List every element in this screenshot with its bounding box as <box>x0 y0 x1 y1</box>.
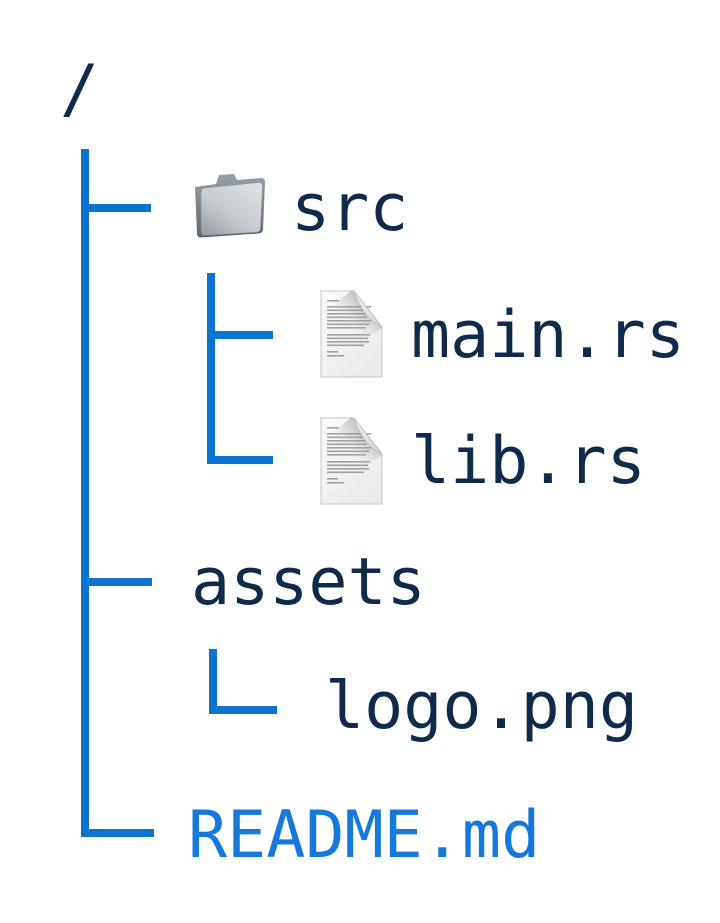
tree-node-lib-rs: lib.rs <box>411 424 646 499</box>
tree-branch-line-main-rs <box>207 331 273 339</box>
tree-branch-line-assets <box>81 578 152 586</box>
tree-branch-line-readme <box>81 829 154 837</box>
tree-branch-line-lib-rs <box>207 456 273 464</box>
tree-node-logo-png: logo.png <box>325 669 639 744</box>
tree-trunk-vertical-line <box>81 149 89 837</box>
document-icon <box>318 290 383 378</box>
src-subtree-vertical-line <box>207 273 215 464</box>
tree-node-assets: assets <box>191 545 426 620</box>
document-icon <box>318 417 383 505</box>
tree-node-main-rs: main.rs <box>411 298 685 373</box>
assets-subtree-vertical-line <box>209 649 217 714</box>
tree-branch-line-src <box>81 204 151 212</box>
tree-node-src: src <box>291 171 409 246</box>
tree-branch-line-logo-png <box>209 706 277 714</box>
tree-node-readme-md: README.md <box>188 798 541 873</box>
folder-icon <box>189 169 271 247</box>
tree-root-label: / <box>60 52 100 127</box>
